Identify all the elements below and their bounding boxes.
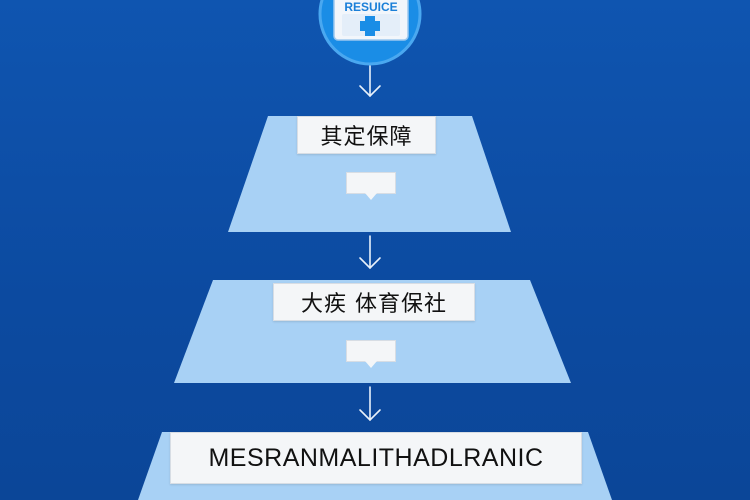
- badge-label: RESUICE: [344, 0, 398, 14]
- stage-3-label: MESRANMALITHADLRANIC: [170, 432, 582, 484]
- stage-1-label: 其定保障: [297, 116, 436, 154]
- stage-2-callout: [346, 340, 396, 368]
- stage-2-label: 大疾 体育保社: [273, 283, 475, 321]
- stage-1-callout: [346, 172, 396, 200]
- arrow-down-icon: [359, 235, 381, 270]
- arrow-down-icon: [359, 386, 381, 422]
- medical-cross-icon: [360, 16, 380, 36]
- arrow-down-icon: [359, 65, 381, 98]
